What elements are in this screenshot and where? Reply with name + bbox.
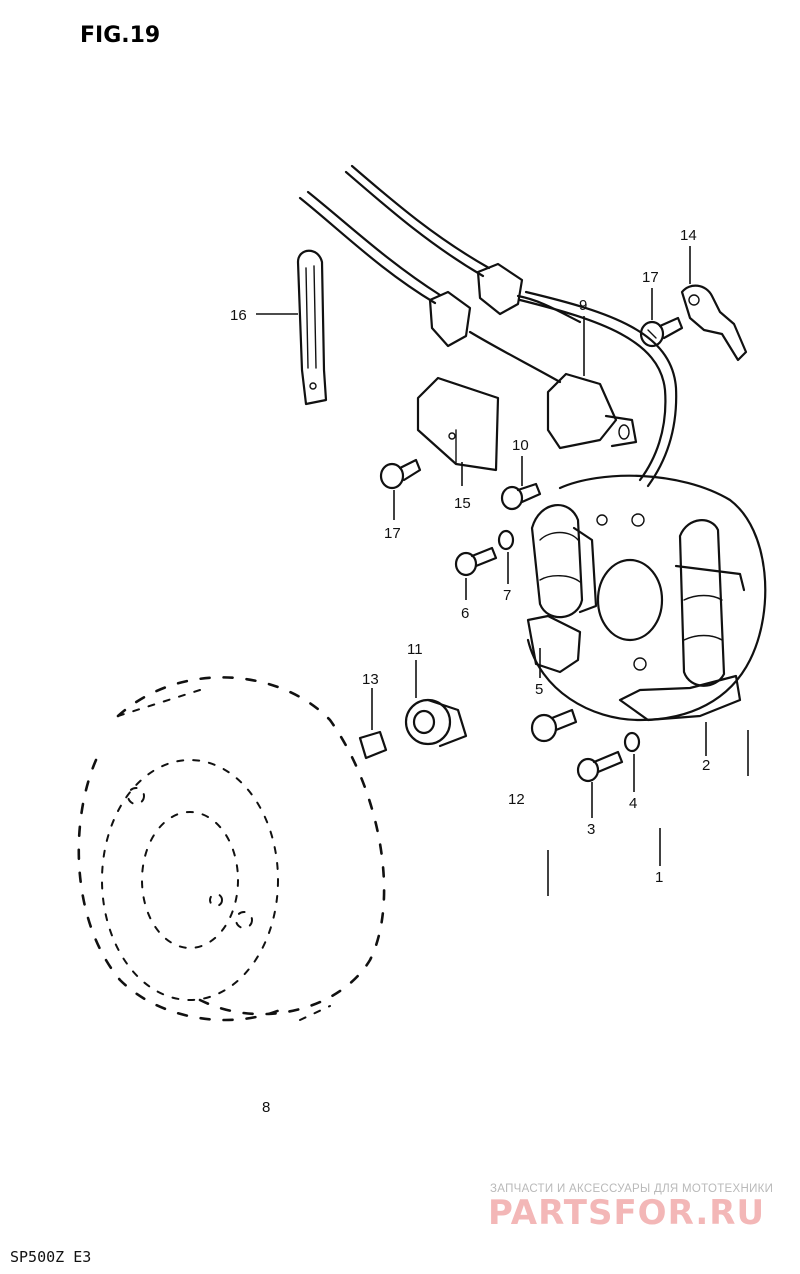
part-17-screw-lower xyxy=(379,458,422,490)
label-4: 4 xyxy=(629,795,637,812)
part-13-key xyxy=(358,730,388,760)
label-13: 13 xyxy=(362,671,379,688)
wire-harness xyxy=(298,164,678,488)
watermark: ЗАПЧАСТИ И АКСЕССУАРЫ ДЛЯ МОТОТЕХНИКИ PA… xyxy=(488,1183,773,1233)
label-16: 16 xyxy=(230,307,247,324)
part-15-cover xyxy=(416,376,500,472)
part-11-nut xyxy=(404,698,468,748)
label-14: 14 xyxy=(680,227,697,244)
label-3: 3 xyxy=(587,821,595,838)
label-8: 8 xyxy=(262,1099,270,1116)
label-9: 9 xyxy=(579,297,587,314)
part-14-bracket xyxy=(680,284,748,362)
model-code: SP500Z E3 xyxy=(10,1248,91,1266)
label-7: 7 xyxy=(503,587,511,604)
part-4-washer xyxy=(623,731,641,753)
label-2: 2 xyxy=(702,757,710,774)
stator-assembly xyxy=(526,474,767,722)
label-12: 12 xyxy=(508,791,525,808)
part-8-flywheel xyxy=(77,676,386,1022)
part-9-pickup-coil xyxy=(546,372,638,450)
part-10-screw xyxy=(500,482,542,511)
part-7-washer xyxy=(497,529,515,551)
watermark-tagline: ЗАПЧАСТИ И АКСЕССУАРЫ ДЛЯ МОТОТЕХНИКИ xyxy=(490,1183,773,1195)
part-12-screw xyxy=(530,708,578,743)
label-15: 15 xyxy=(454,495,471,512)
label-1: 1 xyxy=(655,869,663,886)
label-10: 10 xyxy=(512,437,529,454)
label-11: 11 xyxy=(407,641,423,658)
part-16-clamp xyxy=(296,249,328,406)
label-17-lower: 17 xyxy=(384,525,401,542)
figure-title: FIG.19 xyxy=(80,23,160,48)
watermark-brand: PARTSFOR.RU xyxy=(488,1193,765,1233)
leader-lines xyxy=(256,246,749,896)
label-5: 5 xyxy=(535,681,543,698)
part-17-screw-upper xyxy=(639,316,684,348)
label-17-upper: 17 xyxy=(642,269,659,286)
callout-labels: 16 14 17 9 10 15 17 6 7 5 11 13 2 12 4 3… xyxy=(230,227,710,1116)
part-3-screw xyxy=(576,750,624,783)
part-6-screw xyxy=(454,546,498,577)
label-6: 6 xyxy=(461,605,469,622)
